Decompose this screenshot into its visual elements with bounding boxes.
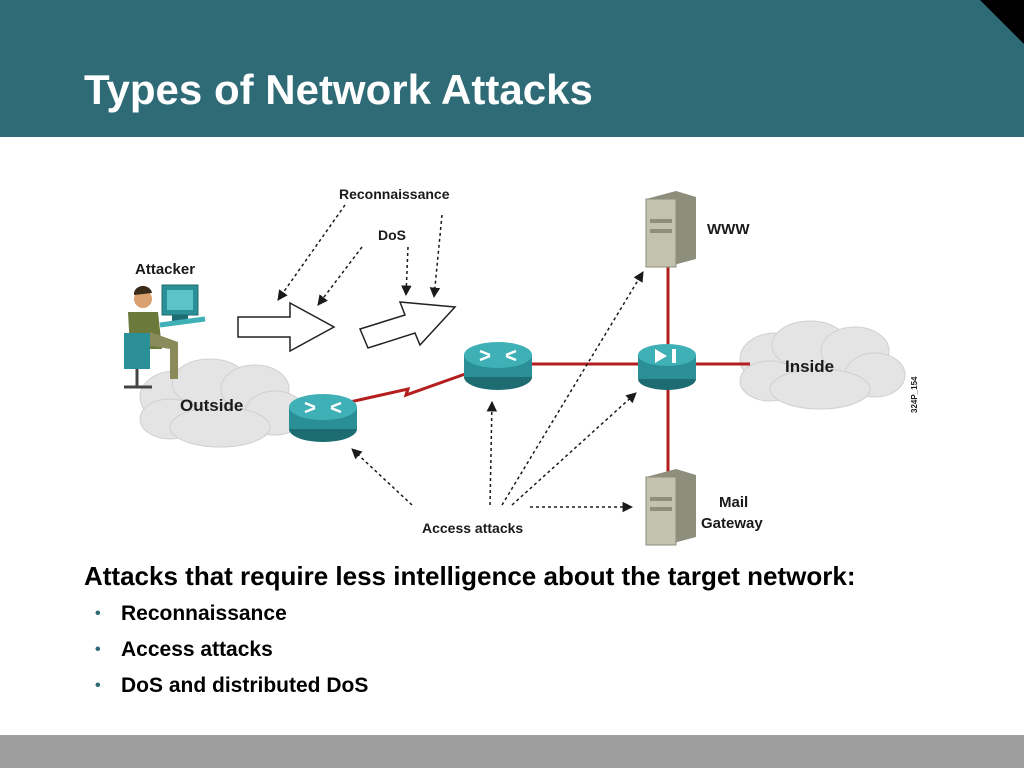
core-router-icon: [464, 342, 532, 390]
network-links: [349, 257, 750, 477]
reconnaissance-label: Reconnaissance: [339, 186, 450, 202]
mail-label: Mail: [719, 494, 748, 511]
pointer-lines: [277, 204, 644, 513]
bullet-icon: •: [95, 605, 101, 622]
wan-link: [349, 371, 469, 404]
bullet-text: Reconnaissance: [121, 602, 287, 625]
firewall-icon: [638, 344, 696, 390]
bullet-text: DoS and distributed DoS: [121, 674, 369, 697]
www-label: WWW: [707, 221, 750, 238]
bullet-icon: •: [95, 677, 101, 694]
bullet-icon: •: [95, 641, 101, 658]
footer-bar: [0, 735, 1024, 768]
bullet-text: Access attacks: [121, 638, 273, 661]
mail-gateway-server-icon: [645, 469, 696, 546]
attack-arrow-1: [237, 301, 336, 353]
access-attacks-label: Access attacks: [422, 520, 523, 536]
list-item: • Reconnaissance: [95, 600, 368, 636]
corner-accent: [980, 0, 1024, 44]
figure-id-label: 324P_154: [910, 376, 919, 413]
network-diagram: Reconnaissance DoS Attacker Outside Insi…: [124, 186, 919, 546]
attacker-person-icon: [124, 284, 206, 389]
list-item: • Access attacks: [95, 636, 368, 672]
www-server-icon: [645, 191, 696, 268]
section-heading: Attacks that require less intelligence a…: [84, 561, 856, 591]
slide-title: Types of Network Attacks: [84, 66, 593, 113]
title-bar: Types of Network Attacks: [0, 0, 1024, 137]
list-item: • DoS and distributed DoS: [95, 672, 368, 708]
attack-arrow-2: [358, 301, 457, 349]
dos-label: DoS: [378, 227, 406, 243]
bullet-list: • Reconnaissance • Access attacks • DoS and…: [95, 600, 368, 708]
gateway-label: Gateway: [701, 515, 763, 532]
inside-label: Inside: [785, 357, 834, 376]
outside-label: Outside: [180, 396, 243, 415]
attacker-label: Attacker: [135, 261, 195, 278]
outside-router-icon: [289, 394, 357, 442]
